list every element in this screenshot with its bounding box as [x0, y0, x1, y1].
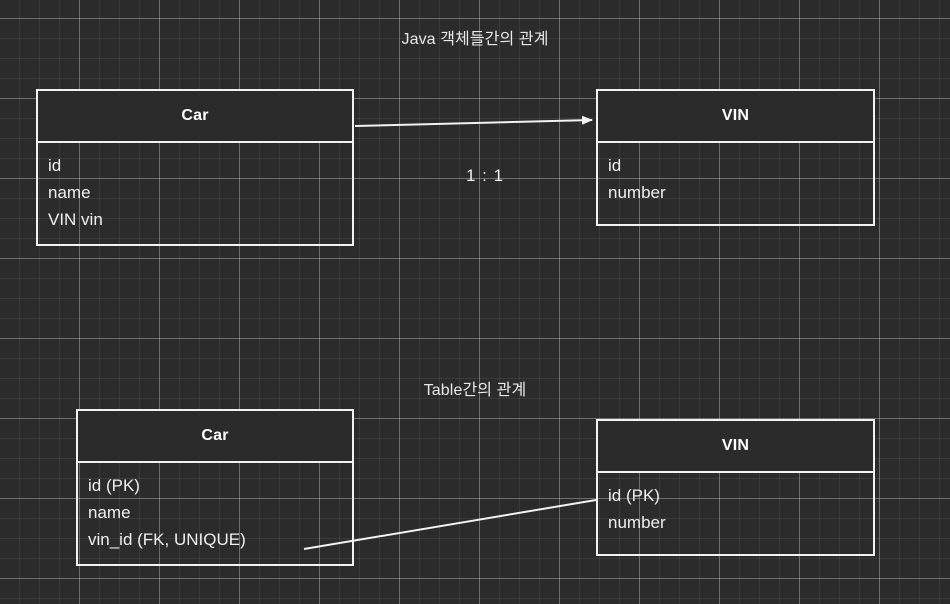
entity-field-list: id (PK) number	[598, 473, 873, 544]
entity-name: VIN	[721, 437, 750, 454]
entity-header: Car	[38, 91, 352, 143]
entity-vin-object[interactable]: VIN id number	[596, 89, 875, 226]
entity-name: Car	[181, 107, 209, 124]
entity-name: Car	[201, 427, 229, 444]
entity-header: VIN	[598, 91, 873, 143]
entity-field: id (PK)	[88, 476, 140, 495]
entity-field: id (PK)	[608, 486, 660, 505]
cardinality-label: 1 : 1	[465, 166, 505, 185]
section-title-table-relation: Table간의 관계	[423, 382, 527, 399]
entity-field: id	[608, 156, 622, 175]
entity-header: Car	[78, 411, 352, 463]
entity-name: VIN	[721, 107, 750, 124]
entity-field: number	[608, 183, 666, 202]
entity-car-table[interactable]: Car id (PK) name vin_id (FK, UNIQUE)	[76, 409, 354, 566]
entity-field: VIN vin	[48, 210, 103, 229]
entity-field: name	[88, 503, 131, 522]
entity-field-list: id name VIN vin	[38, 143, 352, 241]
entity-vin-table[interactable]: VIN id (PK) number	[596, 419, 875, 556]
entity-field: number	[608, 513, 666, 532]
entity-field-list: id (PK) name vin_id (FK, UNIQUE)	[78, 463, 352, 561]
entity-field: id	[48, 156, 62, 175]
entity-field: vin_id (FK, UNIQUE)	[88, 530, 246, 549]
entity-car-object[interactable]: Car id name VIN vin	[36, 89, 354, 246]
entity-header: VIN	[598, 421, 873, 473]
entity-field-list: id number	[598, 143, 873, 214]
section-title-object-relation: Java 객체들간의 관계	[401, 31, 549, 48]
entity-field: name	[48, 183, 91, 202]
